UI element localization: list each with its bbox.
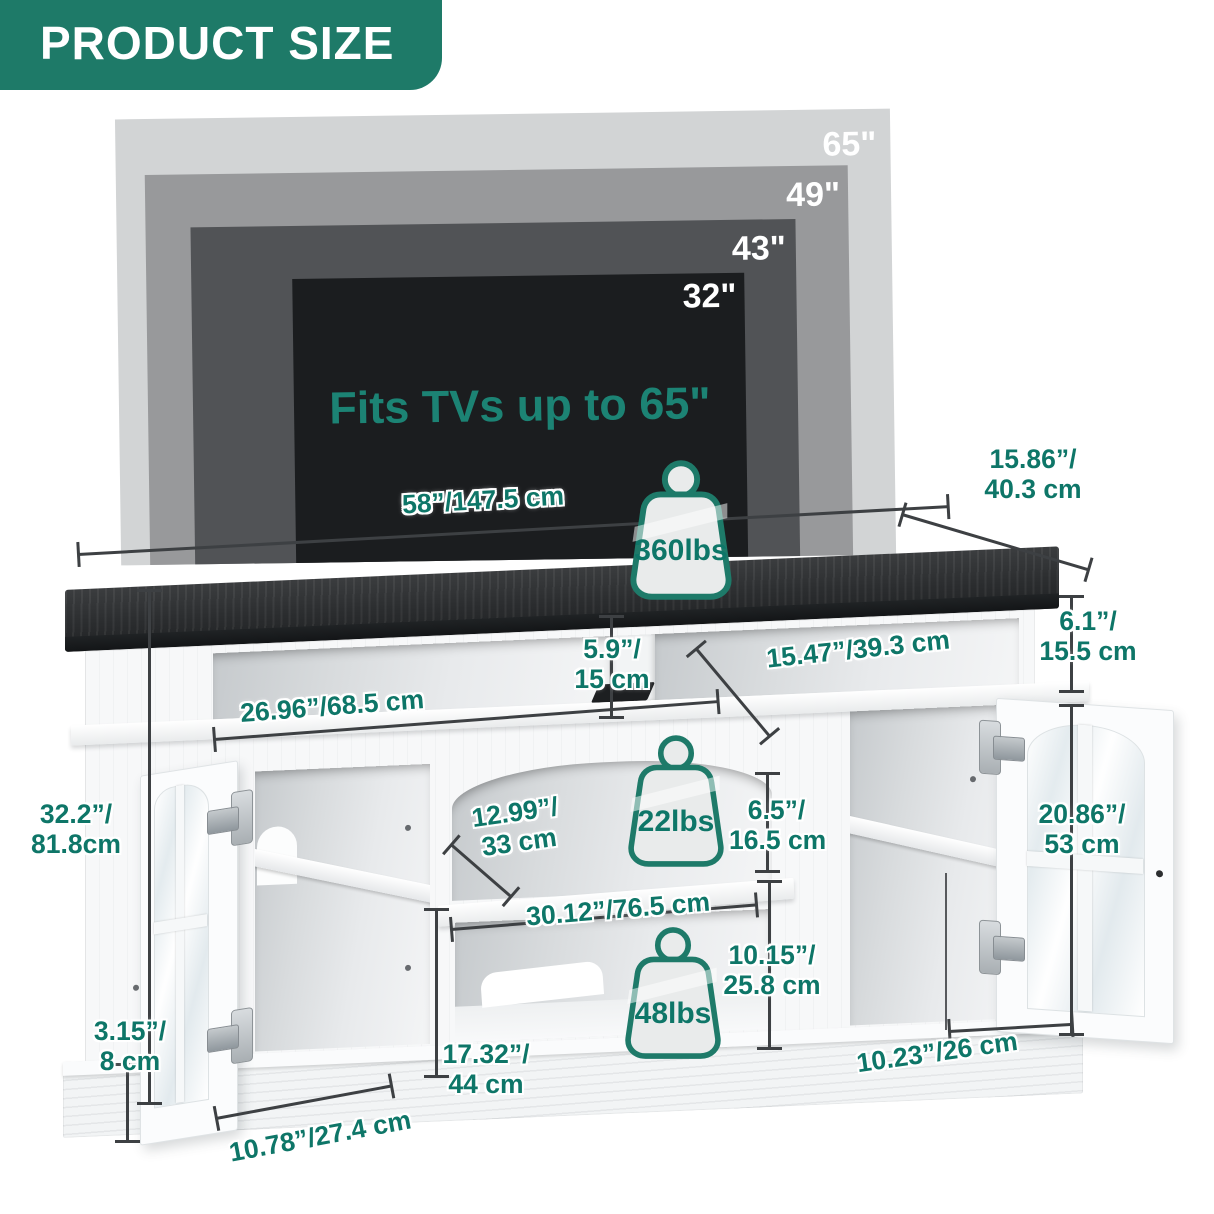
kettlebell-icon <box>630 460 732 600</box>
dim-label-total-height: 32.2”/81.8cm <box>31 799 121 859</box>
weight-capacity-label: 48lbs <box>634 997 712 1031</box>
fits-tv-caption: Fits TVs up to 65" <box>328 377 712 434</box>
dim-label-depth: 15.86”/40.3 cm <box>984 444 1082 504</box>
tv-size-label-49: 49" <box>785 175 841 215</box>
left-glass-door <box>140 760 253 1146</box>
dim-label-open-shelf-height: 6.1”/15.5 cm <box>1039 606 1137 666</box>
dim-line-lower-middle-height <box>424 908 449 1078</box>
dim-label-door-opening-height: 20.86”/53 cm <box>1038 799 1126 859</box>
dim-line-base-height <box>115 1063 140 1143</box>
dim-line-open-shelf-height <box>1059 595 1084 693</box>
door-hinge <box>979 719 1025 776</box>
dim-line-middle-lower-height <box>757 880 782 1050</box>
page-title: PRODUCT SIZE <box>0 0 443 90</box>
dim-line-middle-upper-height <box>755 772 780 873</box>
dim-label-base-height: 3.15”/8 cm <box>93 1016 167 1076</box>
weight-badge-tabletop: 360lbs <box>616 460 746 600</box>
dim-label-lower-middle-height: 17.32”/44 cm <box>442 1039 530 1099</box>
shelf-pin-hole <box>970 776 976 783</box>
dim-label-middle-lower-height: 10.15”/25.8 cm <box>723 940 821 1000</box>
weight-capacity-label: 360lbs <box>634 534 728 568</box>
door-hinge <box>207 788 253 848</box>
tv-size-label-32: 32" <box>682 276 737 316</box>
tv-size-label-43: 43" <box>731 229 787 268</box>
kettlebell-icon <box>628 735 724 867</box>
dim-label-middle-upper-height: 6.5”/16.5 cm <box>729 795 827 855</box>
dim-line-center-divider <box>599 615 624 719</box>
right-cabinet-shelf <box>850 815 1020 874</box>
weight-badge-bottom-shelf: 48lbs <box>612 926 734 1060</box>
dim-label-center-divider: 5.9”/15 cm <box>574 634 650 694</box>
cable-notch <box>479 960 605 1008</box>
door-hinge <box>979 919 1025 976</box>
dim-line-total-height <box>137 589 162 1105</box>
dim-line-door-opening-height <box>1059 704 1084 1036</box>
right-glass-door <box>979 697 1174 1045</box>
left-cabinet-opening <box>255 763 430 1052</box>
weight-badge-middle-shelf: 22lbs <box>615 735 737 867</box>
weight-capacity-label: 22lbs <box>637 804 715 838</box>
door-hinge <box>207 1006 253 1066</box>
kettlebell-icon <box>625 927 721 1059</box>
shelf-pin-hole <box>405 964 411 971</box>
dim-extension-line <box>945 873 947 1030</box>
tv-size-label-65: 65" <box>822 124 877 164</box>
door-knob-hole <box>1156 869 1163 878</box>
shelf-pin-hole <box>405 824 411 831</box>
